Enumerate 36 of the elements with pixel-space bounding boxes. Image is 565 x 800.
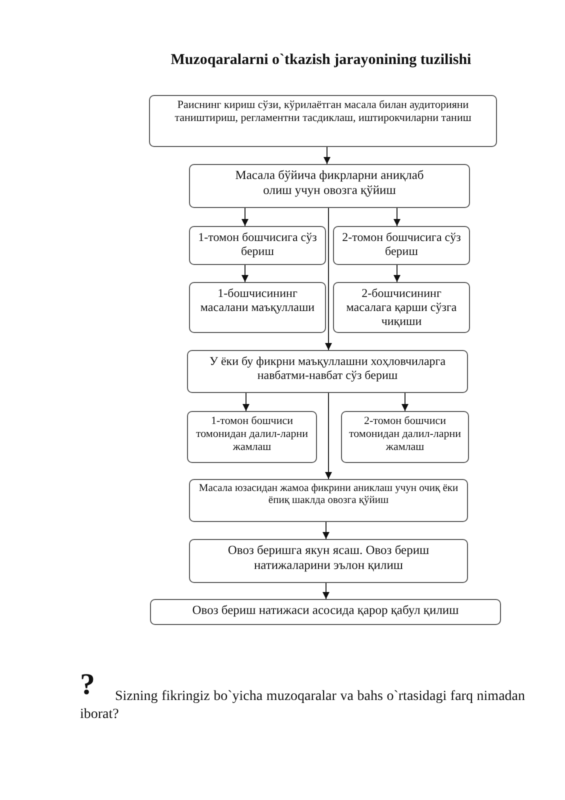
- node-text: Масала юзасидан жамоа фикрини аниклаш учун очиқ ёки ёпиқ шаклда овозга қўйиш: [198, 483, 460, 508]
- node-text: У ёки бу фикрни маъқуллашни хоҳловчиларга навбатми-навбат сўз бериш: [208, 354, 447, 382]
- arrow: [394, 264, 400, 282]
- node-text: Раиснинг кириш сўзи, кўрилаётган масала билан аудиторияни таништириш, регламентни тасдиклаш, иштирокчиларни таниш: [174, 99, 472, 125]
- process-box: [189, 282, 326, 333]
- process-box: [189, 164, 470, 208]
- process-box: [333, 226, 470, 265]
- process-box: [341, 411, 469, 463]
- node-text: 1-томон бошчисига сўз бериш: [197, 230, 318, 258]
- node-text: 2-томон бошчиси томонидан далил-ларни жамлаш: [348, 415, 462, 454]
- arrow: [322, 522, 330, 540]
- node-text: 1-бошчисининг масалани маъқуллаши: [199, 286, 316, 314]
- arrow: [242, 264, 248, 282]
- arrow: [242, 392, 250, 412]
- node-text: 2-бошчисининг масалага қарши сўзга чиқиши: [345, 286, 458, 328]
- node-text: 1-томон бошчиси томонидан далил-ларни жамлаш: [194, 415, 310, 454]
- arrow: [242, 208, 248, 226]
- process-box: [333, 282, 470, 333]
- arrow: [402, 392, 408, 412]
- node-text: 2-томон бошчисига сўз бериш: [341, 230, 462, 258]
- node-text: Овоз бериш натижаси асосида қарор қабул қилиш: [192, 603, 459, 618]
- node-text: Масала бўйича фикрларни аниқлаб олиш учун овозга қўйиш: [234, 168, 425, 198]
- arrow: [322, 582, 330, 600]
- process-box: [150, 599, 501, 625]
- diagram-title: Muzoqaralarni o`tkazish jarayonining tuzilishi: [170, 52, 472, 69]
- process-box: [187, 350, 468, 393]
- arrow: [324, 146, 330, 164]
- process-box: [189, 226, 326, 265]
- process-box: [189, 479, 468, 522]
- node-text: Овоз беришга якун ясаш. Овоз бериш натижаларини эълон қилиш: [226, 543, 430, 572]
- process-box: [149, 95, 497, 147]
- arrow: [394, 208, 400, 226]
- process-box: [189, 539, 468, 583]
- process-box: [187, 411, 317, 463]
- arrow: [325, 392, 332, 480]
- arrow: [325, 208, 332, 350]
